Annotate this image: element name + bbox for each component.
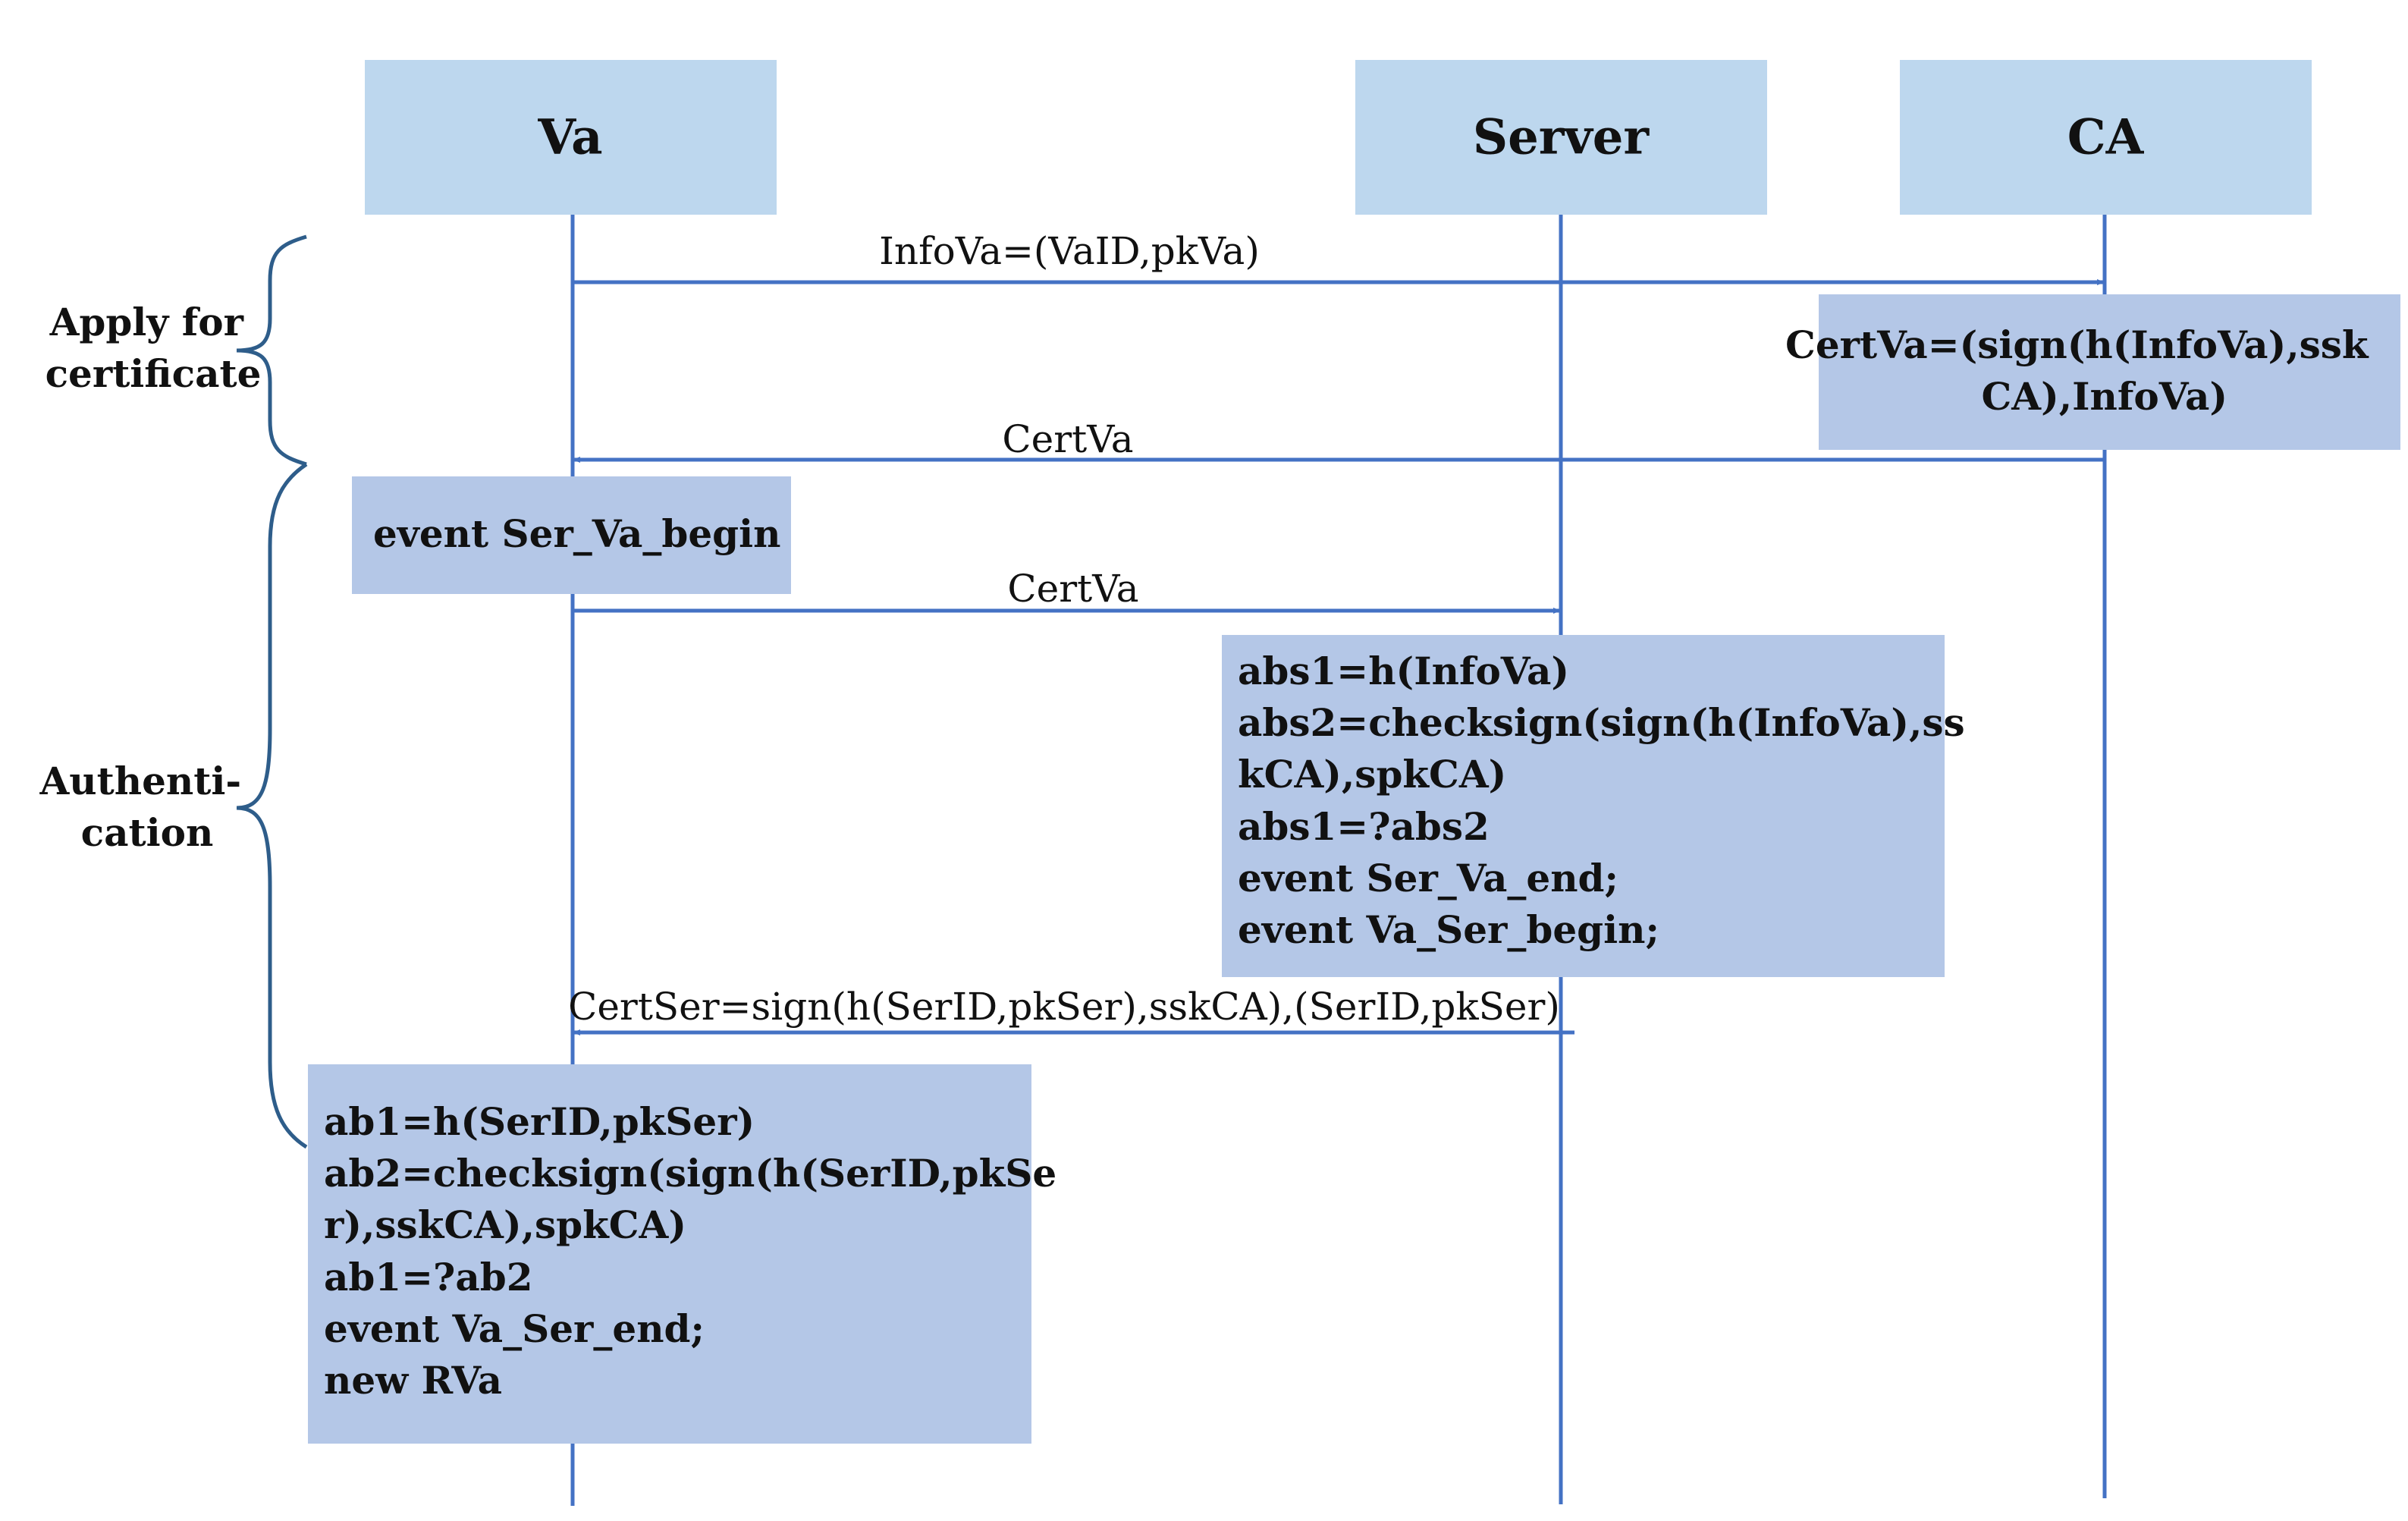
note-va-verify-line-2: ab2=checksign(sign(h(SerID,pkSe [324, 1151, 1056, 1196]
note-server-verify-box [1222, 635, 1945, 977]
brace-authentication [236, 462, 308, 1149]
brace-apply-for-certificate [236, 234, 307, 467]
participant-ca-label: CA [2067, 109, 2145, 166]
note-va-verify: ab1=h(SerID,pkSer) ab2=checksign(sign(h(… [308, 1064, 1070, 1444]
note-va-verify-line-3: r),sskCA),spkCA) [324, 1202, 686, 1247]
note-ca-cert-text: CertVa=(sign(h(InfoVa),ssk CA),InfoVa) [1785, 322, 2381, 419]
phase-label-auth-line-2: cation [81, 810, 214, 855]
phase-label-apply: Apply for certificate [46, 300, 262, 396]
note-va-verify-line-1: ab1=h(SerID,pkSer) [324, 1099, 755, 1144]
phase-label-apply-line-1: Apply for [49, 300, 244, 344]
note-server-verify-line-3: kCA),spkCA) [1238, 752, 1506, 797]
message-label-infova: InfoVa=(VaID,pkVa) [879, 229, 1260, 273]
note-va-verify-line-5: event Va_Ser_end; [324, 1306, 705, 1351]
note-ca-cert-box [1819, 294, 2400, 450]
participant-ca-box [1900, 60, 2312, 215]
participant-ca: CA [1900, 60, 2312, 215]
note-va-verify-line-4: ab1=?ab2 [324, 1255, 533, 1299]
phase-label-apply-line-2: certificate [46, 351, 262, 396]
note-va-verify-line-6: new RVa [324, 1358, 502, 1403]
participant-va-box [365, 60, 777, 215]
phase-label-auth-line-1: Authenti- [39, 759, 241, 803]
note-ca-cert-line-2: CA),InfoVa) [1981, 374, 2227, 419]
phase-label-auth: Authenti- cation [39, 759, 254, 855]
note-ca-cert: CertVa=(sign(h(InfoVa),ssk CA),InfoVa) [1785, 294, 2400, 450]
note-va-verify-box [308, 1064, 1031, 1444]
message-label-certva-to-server: CertVa [1007, 567, 1138, 611]
participant-va: Va [365, 60, 777, 215]
participant-server: Server [1355, 60, 1767, 215]
note-server-verify-line-1: abs1=h(InfoVa) [1238, 649, 1569, 693]
note-server-verify-line-5: event Ser_Va_end; [1238, 856, 1618, 900]
message-label-certser: CertSer=sign(h(SerID,pkSer),sskCA),(SerI… [568, 985, 1560, 1029]
note-va-begin-box [352, 476, 791, 594]
note-server-verify-line-6: event Va_Ser_begin; [1238, 907, 1659, 952]
message-label-certva-return: CertVa [1002, 417, 1133, 461]
note-va-begin-text: event Ser_Va_begin [373, 511, 780, 556]
note-va-begin-line-1: event Ser_Va_begin [373, 511, 780, 556]
note-va-begin: event Ser_Va_begin [352, 476, 791, 594]
note-ca-cert-line-1: CertVa=(sign(h(InfoVa),ssk [1785, 322, 2369, 367]
note-va-verify-text: ab1=h(SerID,pkSer) ab2=checksign(sign(h(… [324, 1099, 1070, 1403]
participant-va-label: Va [537, 109, 602, 166]
note-server-verify-line-4: abs1=?abs2 [1238, 804, 1490, 849]
note-server-verify-text: abs1=h(InfoVa) abs2=checksign(sign(h(Inf… [1238, 649, 1978, 952]
note-server-verify: abs1=h(InfoVa) abs2=checksign(sign(h(Inf… [1222, 635, 1978, 977]
note-server-verify-line-2: abs2=checksign(sign(h(InfoVa),ss [1238, 700, 1965, 745]
participant-server-box [1355, 60, 1767, 215]
participant-server-label: Server [1473, 109, 1650, 166]
